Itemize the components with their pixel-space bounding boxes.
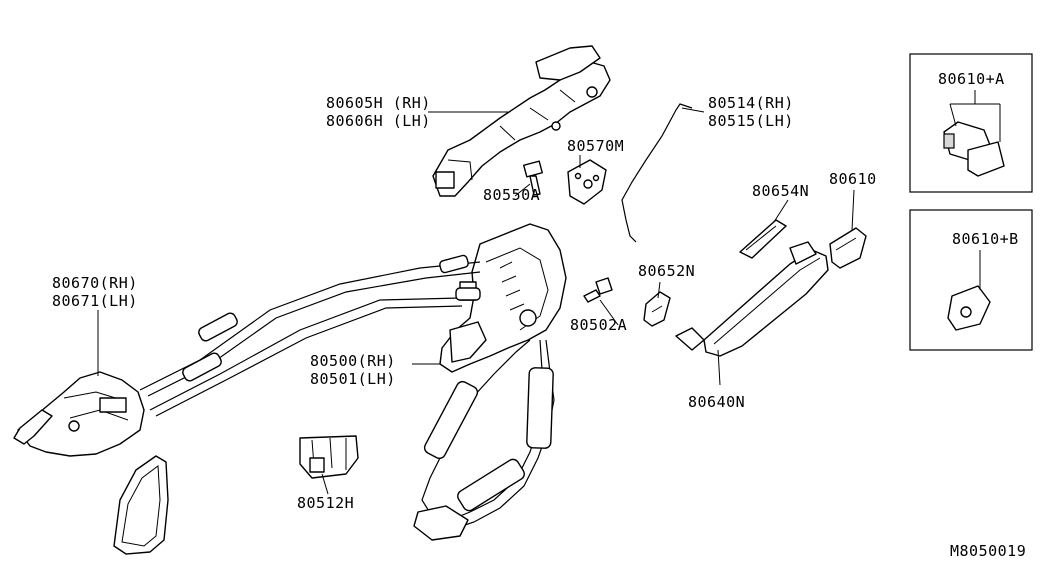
clip-80512h [299,435,359,479]
outside-handle-80640n [675,241,829,357]
label-80502a: 80502A [570,316,627,334]
label-80515: 80515(LH) [708,112,794,130]
leader-lines [97,90,1001,495]
escutcheon-cover [113,455,169,555]
label-80606h: 80606H (LH) [326,112,431,130]
inside-handle-assembly [13,371,145,457]
inset-box-80610-a [909,53,1033,193]
label-80654n: 80654N [752,182,809,200]
label-80500: 80500(RH) [310,352,396,370]
label-80610-b: 80610+B [952,230,1019,248]
handle-cap-80610 [829,227,867,269]
label-80610: 80610 [829,170,877,188]
bolt-80550a [523,160,543,196]
key-cylinder-b [947,285,991,331]
label-80640n: 80640N [688,393,745,411]
label-80501: 80501(LH) [310,370,396,388]
wire-harness [413,339,555,541]
inset-box-80610-b [909,209,1033,351]
outside-handle-bracket [432,45,611,197]
lock-rod [621,103,693,243]
label-80512h: 80512H [297,494,354,512]
bolt-80502a [583,277,613,303]
gasket-80654n [739,219,787,259]
label-80671: 80671(LH) [52,292,138,310]
label-80550a: 80550A [483,186,540,204]
diagram-code: M8050019 [950,542,1026,560]
label-80514: 80514(RH) [708,94,794,112]
label-80605h: 80605H (RH) [326,94,431,112]
key-cylinder-a [943,121,1005,177]
gasket-80570m [567,159,607,205]
label-80652n: 80652N [638,262,695,280]
label-80670: 80670(RH) [52,274,138,292]
label-80570m: 80570M [567,137,624,155]
label-80610-a: 80610+A [938,70,1005,88]
spacer-80652n [643,291,671,327]
control-cables [139,254,481,417]
